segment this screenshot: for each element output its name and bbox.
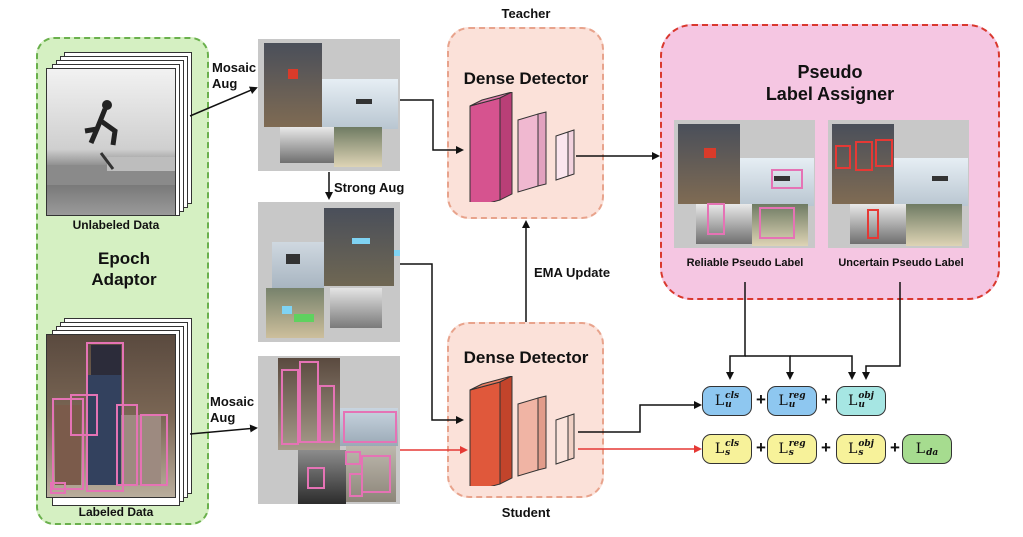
plus-s-1: + xyxy=(756,438,766,457)
loss-s-cls-symbol: L xyxy=(714,441,725,457)
loss-s-obj-symbol: L xyxy=(848,441,858,457)
student-label: Student xyxy=(501,505,551,520)
loss-u-obj-symbol: L xyxy=(848,393,858,409)
epoch-adaptor-label: Epoch Adaptor xyxy=(91,249,157,289)
pseudo-label-assigner-title-2: Label Assigner xyxy=(765,84,895,104)
mosaic-bottom xyxy=(258,356,400,504)
loss-s-obj-sup: obj xyxy=(858,439,874,449)
teacher-label: Teacher xyxy=(501,6,551,21)
mosaic-strong xyxy=(258,202,400,342)
reliable-pseudo-label-text: Reliable Pseudo Label xyxy=(686,257,804,269)
strong-aug-label: Strong Aug xyxy=(334,180,405,195)
loss-u-cls-sup: cls xyxy=(725,391,740,401)
loss-da-sub: da xyxy=(926,448,939,458)
unlabeled-skateboard-photo xyxy=(46,68,176,216)
mosaic-aug-bottom-label: Mosaic Aug xyxy=(210,394,255,425)
loss-u-obj-sup: obj xyxy=(858,391,874,401)
loss-u-obj-sub: u xyxy=(858,400,865,410)
uncertain-pseudo-label-tile xyxy=(828,120,969,248)
loss-u-cls-sub: u xyxy=(725,400,732,410)
loss-u-reg-sub: u xyxy=(788,400,796,410)
loss-u-reg-sup: reg xyxy=(788,391,806,401)
labeled-data-label: Labeled Data xyxy=(78,505,154,519)
student-network-blocks xyxy=(469,376,575,486)
plus-s-2: + xyxy=(821,438,831,457)
loss-u-reg-symbol: L xyxy=(778,393,788,409)
uncertain-pseudo-label-text: Uncertain Pseudo Label xyxy=(838,257,964,269)
reliable-pseudo-label-tile xyxy=(674,120,815,248)
ema-update-label: EMA Update xyxy=(534,265,611,280)
pseudo-label-assigner-title-1: Pseudo xyxy=(797,62,863,82)
loss-da-symbol: L xyxy=(915,441,926,457)
mosaic-aug-top-label: Mosaic Aug xyxy=(212,60,257,91)
plus-s-3: + xyxy=(890,438,900,457)
loss-s-cls-sup: cls xyxy=(725,439,740,449)
loss-s-reg-symbol: L xyxy=(778,441,788,457)
plus-u-2: + xyxy=(821,390,831,409)
student-detector-label: Dense Detector xyxy=(463,348,589,367)
mosaic-top xyxy=(258,39,400,171)
teacher-network-blocks xyxy=(469,92,575,202)
labeled-people-photo xyxy=(46,334,176,498)
unlabeled-data-label: Unlabeled Data xyxy=(72,218,160,232)
plus-u-1: + xyxy=(756,390,766,409)
loss-s-reg-sup: reg xyxy=(788,439,806,449)
loss-da: L da xyxy=(902,434,952,464)
loss-u-cls-symbol: L xyxy=(714,393,725,409)
loss-s-obj-sub: s xyxy=(858,448,864,458)
epoch-adaptor-line: Epoch Adaptor xyxy=(56,248,192,290)
loss-s-cls-sub: s xyxy=(725,448,731,458)
loss-s-reg-sub: s xyxy=(788,448,794,458)
teacher-detector-label: Dense Detector xyxy=(463,69,589,88)
